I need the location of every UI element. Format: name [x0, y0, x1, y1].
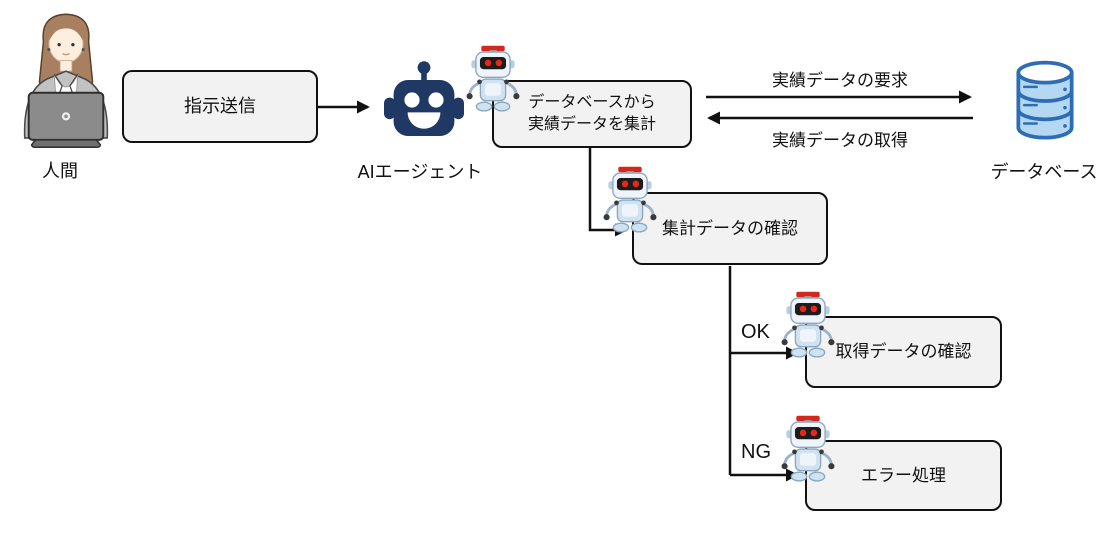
database-label: データベース — [990, 162, 1098, 182]
edge-acquire-label: 実績データの取得 — [772, 131, 908, 150]
node-check-aggregated: 集計データの確認 — [632, 192, 828, 265]
worker-robot-icon-ng — [781, 415, 835, 485]
ai-agent-robot-icon — [384, 52, 464, 148]
worker-robot-icon-ok — [781, 291, 835, 361]
node-error-handling-label: エラー処理 — [861, 465, 946, 485]
ai-agent-label: AIエージェント — [357, 162, 483, 182]
node-aggregate-data: データベースから 実績データを集計 — [492, 80, 692, 148]
human-label: 人間 — [42, 161, 78, 181]
node-check-aggregated-label: 集計データの確認 — [662, 218, 798, 238]
node-aggregate-line2: 実績データを集計 — [527, 116, 656, 133]
node-send-instruction-label: 指示送信 — [184, 95, 256, 116]
ng-branch-label: NG — [741, 441, 771, 463]
worker-robot-icon-aggregate — [466, 45, 520, 115]
human-illustration — [12, 6, 120, 154]
worker-robot-icon-check — [603, 166, 657, 236]
node-check-acquired-label: 取得データの確認 — [835, 342, 972, 362]
database-icon — [1010, 56, 1080, 146]
node-aggregate-line1: データベースから — [528, 93, 656, 111]
edge-request-label: 実績データの要求 — [772, 71, 908, 90]
node-error-handling: エラー処理 — [805, 440, 1002, 511]
node-send-instruction: 指示送信 — [122, 70, 318, 143]
ok-branch-label: OK — [741, 321, 770, 343]
